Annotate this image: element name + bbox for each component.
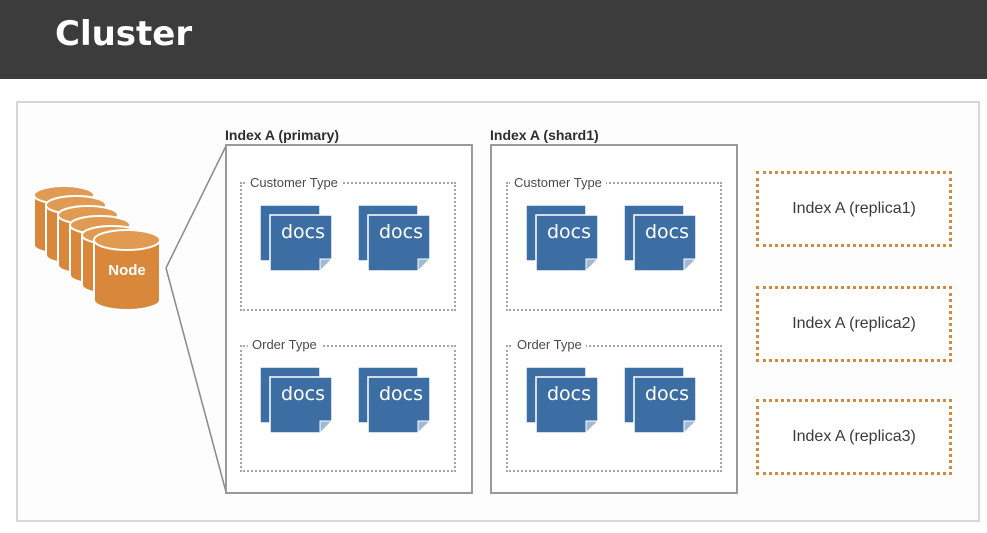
docs-icon: docs	[357, 366, 432, 435]
replica3-label: Index A (replica3)	[792, 428, 916, 445]
replica2-box: Index A (replica2)	[756, 286, 952, 362]
page-title: Cluster	[55, 14, 193, 54]
index-primary-label: Index A (primary)	[225, 127, 346, 143]
order-type-label: Order Type	[248, 337, 321, 352]
docs-icon: docs	[525, 366, 600, 435]
docs-label: docs	[280, 221, 326, 243]
customer-type-label: Customer Type	[510, 175, 606, 190]
header-bar: Cluster	[0, 0, 987, 79]
docs-label: docs	[378, 383, 424, 405]
replica2-label: Index A (replica2)	[792, 315, 916, 332]
order-type-box	[506, 345, 722, 472]
docs-icon: docs	[623, 366, 698, 435]
docs-label: docs	[546, 383, 592, 405]
node-connector-lines	[165, 145, 227, 493]
docs-icon: docs	[259, 366, 334, 435]
index-shard1-label: Index A (shard1)	[490, 127, 605, 143]
docs-icon: docs	[525, 204, 600, 273]
docs-label: docs	[546, 221, 592, 243]
replica1-box: Index A (replica1)	[756, 171, 952, 247]
docs-label: docs	[644, 221, 690, 243]
replica3-box: Index A (replica3)	[756, 399, 952, 475]
index-primary-box	[225, 144, 473, 494]
customer-type-box	[240, 182, 456, 311]
docs-label: docs	[280, 383, 326, 405]
order-type-label: Order Type	[513, 337, 586, 352]
node-label: Node	[108, 262, 146, 279]
order-type-box	[240, 345, 456, 472]
index-shard1-box	[490, 144, 738, 494]
node-cylinders-icon	[33, 185, 161, 311]
docs-label: docs	[644, 383, 690, 405]
customer-type-box	[506, 182, 722, 311]
docs-icon: docs	[259, 204, 334, 273]
docs-icon: docs	[357, 204, 432, 273]
docs-icon: docs	[623, 204, 698, 273]
replica1-label: Index A (replica1)	[792, 200, 916, 217]
customer-type-label: Customer Type	[246, 175, 342, 190]
docs-label: docs	[378, 221, 424, 243]
